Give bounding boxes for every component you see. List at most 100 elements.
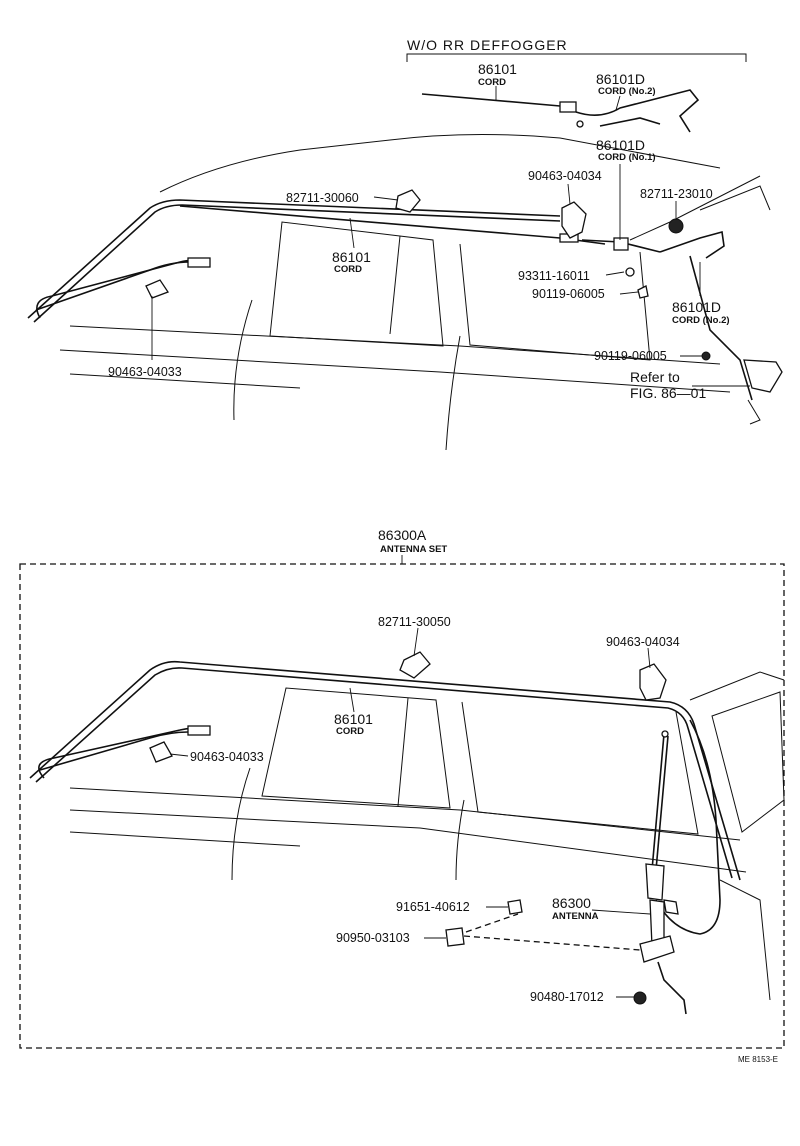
inset-cord-connector <box>559 101 577 113</box>
body-line-lower <box>69 373 301 389</box>
cord-end-front-bottom <box>187 725 211 736</box>
belt-line <box>69 325 721 365</box>
cord-no1-connector <box>613 237 629 251</box>
rear-roof-edge <box>629 175 761 241</box>
label-86101d-c: 86101D <box>672 299 721 315</box>
label-fig-86-01: FIG. 86—01 <box>630 385 706 401</box>
label-86300: 86300 <box>552 895 591 911</box>
antenna-mast <box>651 733 665 871</box>
label-antenna: ANTENNA <box>552 911 599 922</box>
label-90463-04033-bottom: 90463-04033 <box>190 750 264 764</box>
door-line-rear-bottom <box>455 799 465 881</box>
antenna-mast-2 <box>655 735 669 871</box>
front-cord-loop-bottom-2 <box>39 731 189 771</box>
screw-90119-06005-b <box>701 351 711 361</box>
dash-link-hardware-1 <box>465 913 519 933</box>
window-divider-bottom <box>397 697 409 807</box>
cord-end-front <box>187 257 211 268</box>
leader-90463-04034-bottom <box>647 647 651 669</box>
door-line-rear <box>445 335 461 451</box>
antenna-lead-cable <box>657 961 687 1015</box>
leader-86101-bottom <box>349 687 355 713</box>
leader-93311-16011 <box>605 271 625 276</box>
antenna-bracket <box>639 935 675 963</box>
door-line-front-bottom <box>231 767 251 881</box>
amplifier-bracket <box>743 359 783 393</box>
label-90480-17012: 90480-17012 <box>530 990 604 1004</box>
screw-91651-40612 <box>507 899 523 915</box>
antenna-set-dashed-frame <box>19 563 785 1049</box>
roof-drip-rail-bottom <box>29 660 741 881</box>
antenna-tip <box>661 730 669 738</box>
footer-code: ME 8153-E <box>738 1055 778 1064</box>
label-cord-no2-b: CORD (No.2) <box>672 315 730 326</box>
side-window-1 <box>269 221 444 347</box>
rear-roof-edge-bottom <box>689 671 785 701</box>
antenna-cord-connector <box>663 899 679 915</box>
label-91651-40612: 91651-40612 <box>396 900 470 914</box>
label-cord-top: CORD <box>478 77 506 88</box>
clamp-90463-04033-bottom <box>149 741 173 763</box>
label-86101-top: 86101 <box>478 61 517 77</box>
rear-pillar <box>699 185 771 211</box>
leader-90463-04033-bottom <box>169 753 189 757</box>
cord-no2-lower <box>689 255 753 401</box>
dash-link-hardware-2 <box>463 935 641 951</box>
label-90119-06005-b: 90119-06005 <box>594 349 667 363</box>
door-line-front <box>233 299 253 421</box>
label-90463-04034-top: 90463-04034 <box>528 169 602 183</box>
belt-line-bottom <box>69 787 741 841</box>
bolt-93311-16011 <box>625 267 635 277</box>
label-antenna-set: ANTENNA SET <box>380 544 447 555</box>
side-window-2-bottom <box>461 701 699 835</box>
leader-86300 <box>591 909 651 915</box>
label-86101d-a: 86101D <box>596 71 645 87</box>
label-82711-30060: 82711-30060 <box>286 191 359 205</box>
inset-cord-branch <box>599 117 661 127</box>
rear-window <box>711 691 785 833</box>
leader-82711-30060 <box>373 196 399 201</box>
label-82711-23010: 82711-23010 <box>640 187 713 201</box>
roof-drip-rail-inner <box>33 204 561 323</box>
label-cord-no2-a: CORD (No.2) <box>598 86 656 97</box>
grommet-90480-17012 <box>633 991 647 1005</box>
front-cord-loop <box>36 259 209 319</box>
cord-end-bracket <box>747 399 761 425</box>
rear-fender <box>719 879 771 1001</box>
label-86101-mid: 86101 <box>332 249 371 265</box>
inset-cord-end <box>576 120 584 128</box>
label-93311-16011: 93311-16011 <box>518 269 590 283</box>
label-90463-04034-bottom: 90463-04034 <box>606 635 680 649</box>
label-90950-03103: 90950-03103 <box>336 931 410 945</box>
side-window-1-bottom <box>261 687 451 809</box>
cord-no2-pillar <box>659 230 725 259</box>
body-line <box>59 349 731 393</box>
cord-to-antenna <box>655 719 721 935</box>
screw-90119-06005-a <box>637 285 649 299</box>
top-section-w-o-rr-defogger: W/O RR DEFFOGGER <box>27 37 783 451</box>
clamp-82711-30060 <box>395 189 421 213</box>
leader-90463-04034 <box>567 183 571 205</box>
clamp-82711-30050 <box>399 651 431 679</box>
roof-drip-rail <box>27 199 561 319</box>
bottom-section-antenna-set: 86300A ANTENNA SET <box>19 527 785 1049</box>
label-refer-to: Refer to <box>630 369 680 385</box>
antenna-base <box>645 863 665 901</box>
leader-86101d-a <box>615 95 621 111</box>
inset-cord-no2 <box>575 89 700 133</box>
label-86101-bottom: 86101 <box>334 711 373 727</box>
leader-82711-30050 <box>413 627 419 657</box>
header-w-o-rr-defogger: W/O RR DEFFOGGER <box>407 37 568 53</box>
leader-90119-06005-a <box>619 291 639 295</box>
cord-86101-run <box>179 205 606 245</box>
inset-cord-86101 <box>421 93 576 111</box>
clamp-90463-04034 <box>561 201 587 239</box>
nut-90950-03103 <box>445 927 465 947</box>
clamp-90463-04033 <box>145 279 169 299</box>
label-cord-mid: CORD <box>334 264 362 275</box>
label-82711-30050: 82711-30050 <box>378 615 451 629</box>
clamp-90463-04034-bottom <box>639 663 667 701</box>
label-cord-no1: CORD (No.1) <box>598 152 656 163</box>
body-line-bottom <box>69 809 747 873</box>
